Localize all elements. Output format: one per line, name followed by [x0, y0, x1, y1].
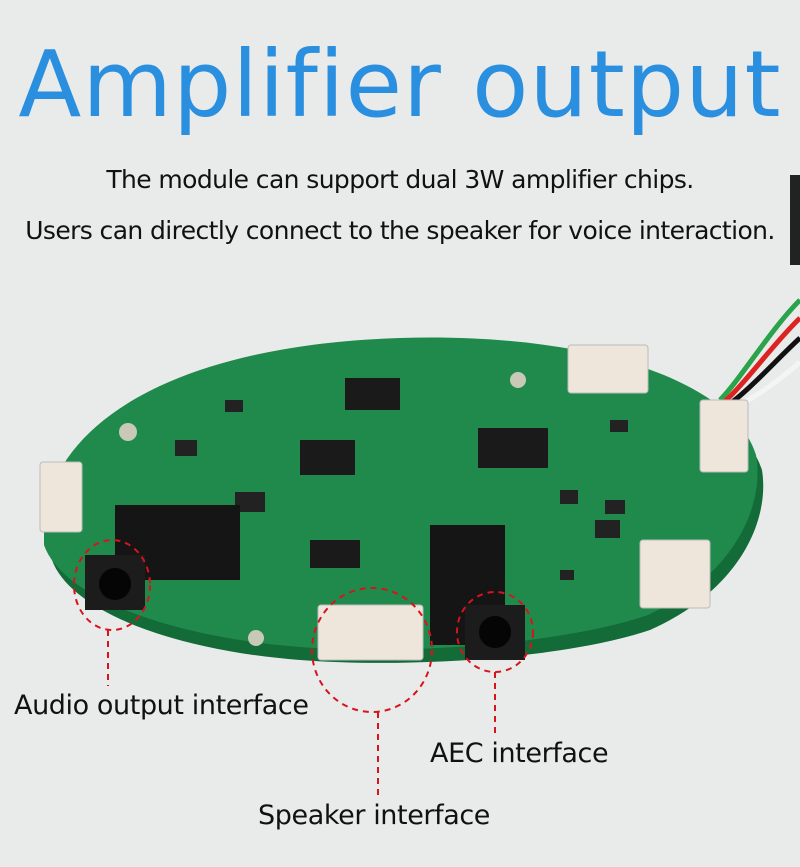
mount-hole [119, 423, 137, 441]
page-title: Amplifier output [18, 31, 782, 138]
component [595, 520, 620, 538]
audio-output-label: Audio output interface [14, 690, 309, 721]
ic-chip [345, 378, 400, 410]
speaker-circle [311, 587, 433, 713]
mount-hole [510, 372, 526, 388]
description-line-1: The module can support dual 3W amplifier… [106, 165, 694, 194]
component [560, 490, 578, 504]
aec-circle [456, 591, 534, 673]
component [225, 400, 243, 412]
audio-jack-left [85, 505, 240, 610]
connector-right-lower [639, 539, 711, 609]
mount-hole [248, 630, 264, 646]
component [560, 570, 574, 580]
cable-harness [718, 175, 800, 415]
component [605, 500, 625, 514]
connector-left [39, 461, 83, 533]
description-line-2: Users can directly connect to the speake… [25, 216, 775, 245]
aec-label: AEC interface [430, 738, 609, 769]
speaker-connector [317, 604, 424, 661]
inductor [235, 492, 265, 512]
connector-right [699, 399, 749, 473]
ic-chip [478, 428, 548, 468]
connector-top [567, 344, 649, 394]
audio-output-circle [73, 539, 151, 631]
ic-chip [310, 540, 360, 568]
component [610, 420, 628, 432]
callouts [73, 539, 534, 798]
component [175, 440, 197, 456]
audio-jack-right [430, 525, 525, 660]
speaker-label: Speaker interface [258, 800, 491, 831]
ic-chip [300, 440, 355, 475]
